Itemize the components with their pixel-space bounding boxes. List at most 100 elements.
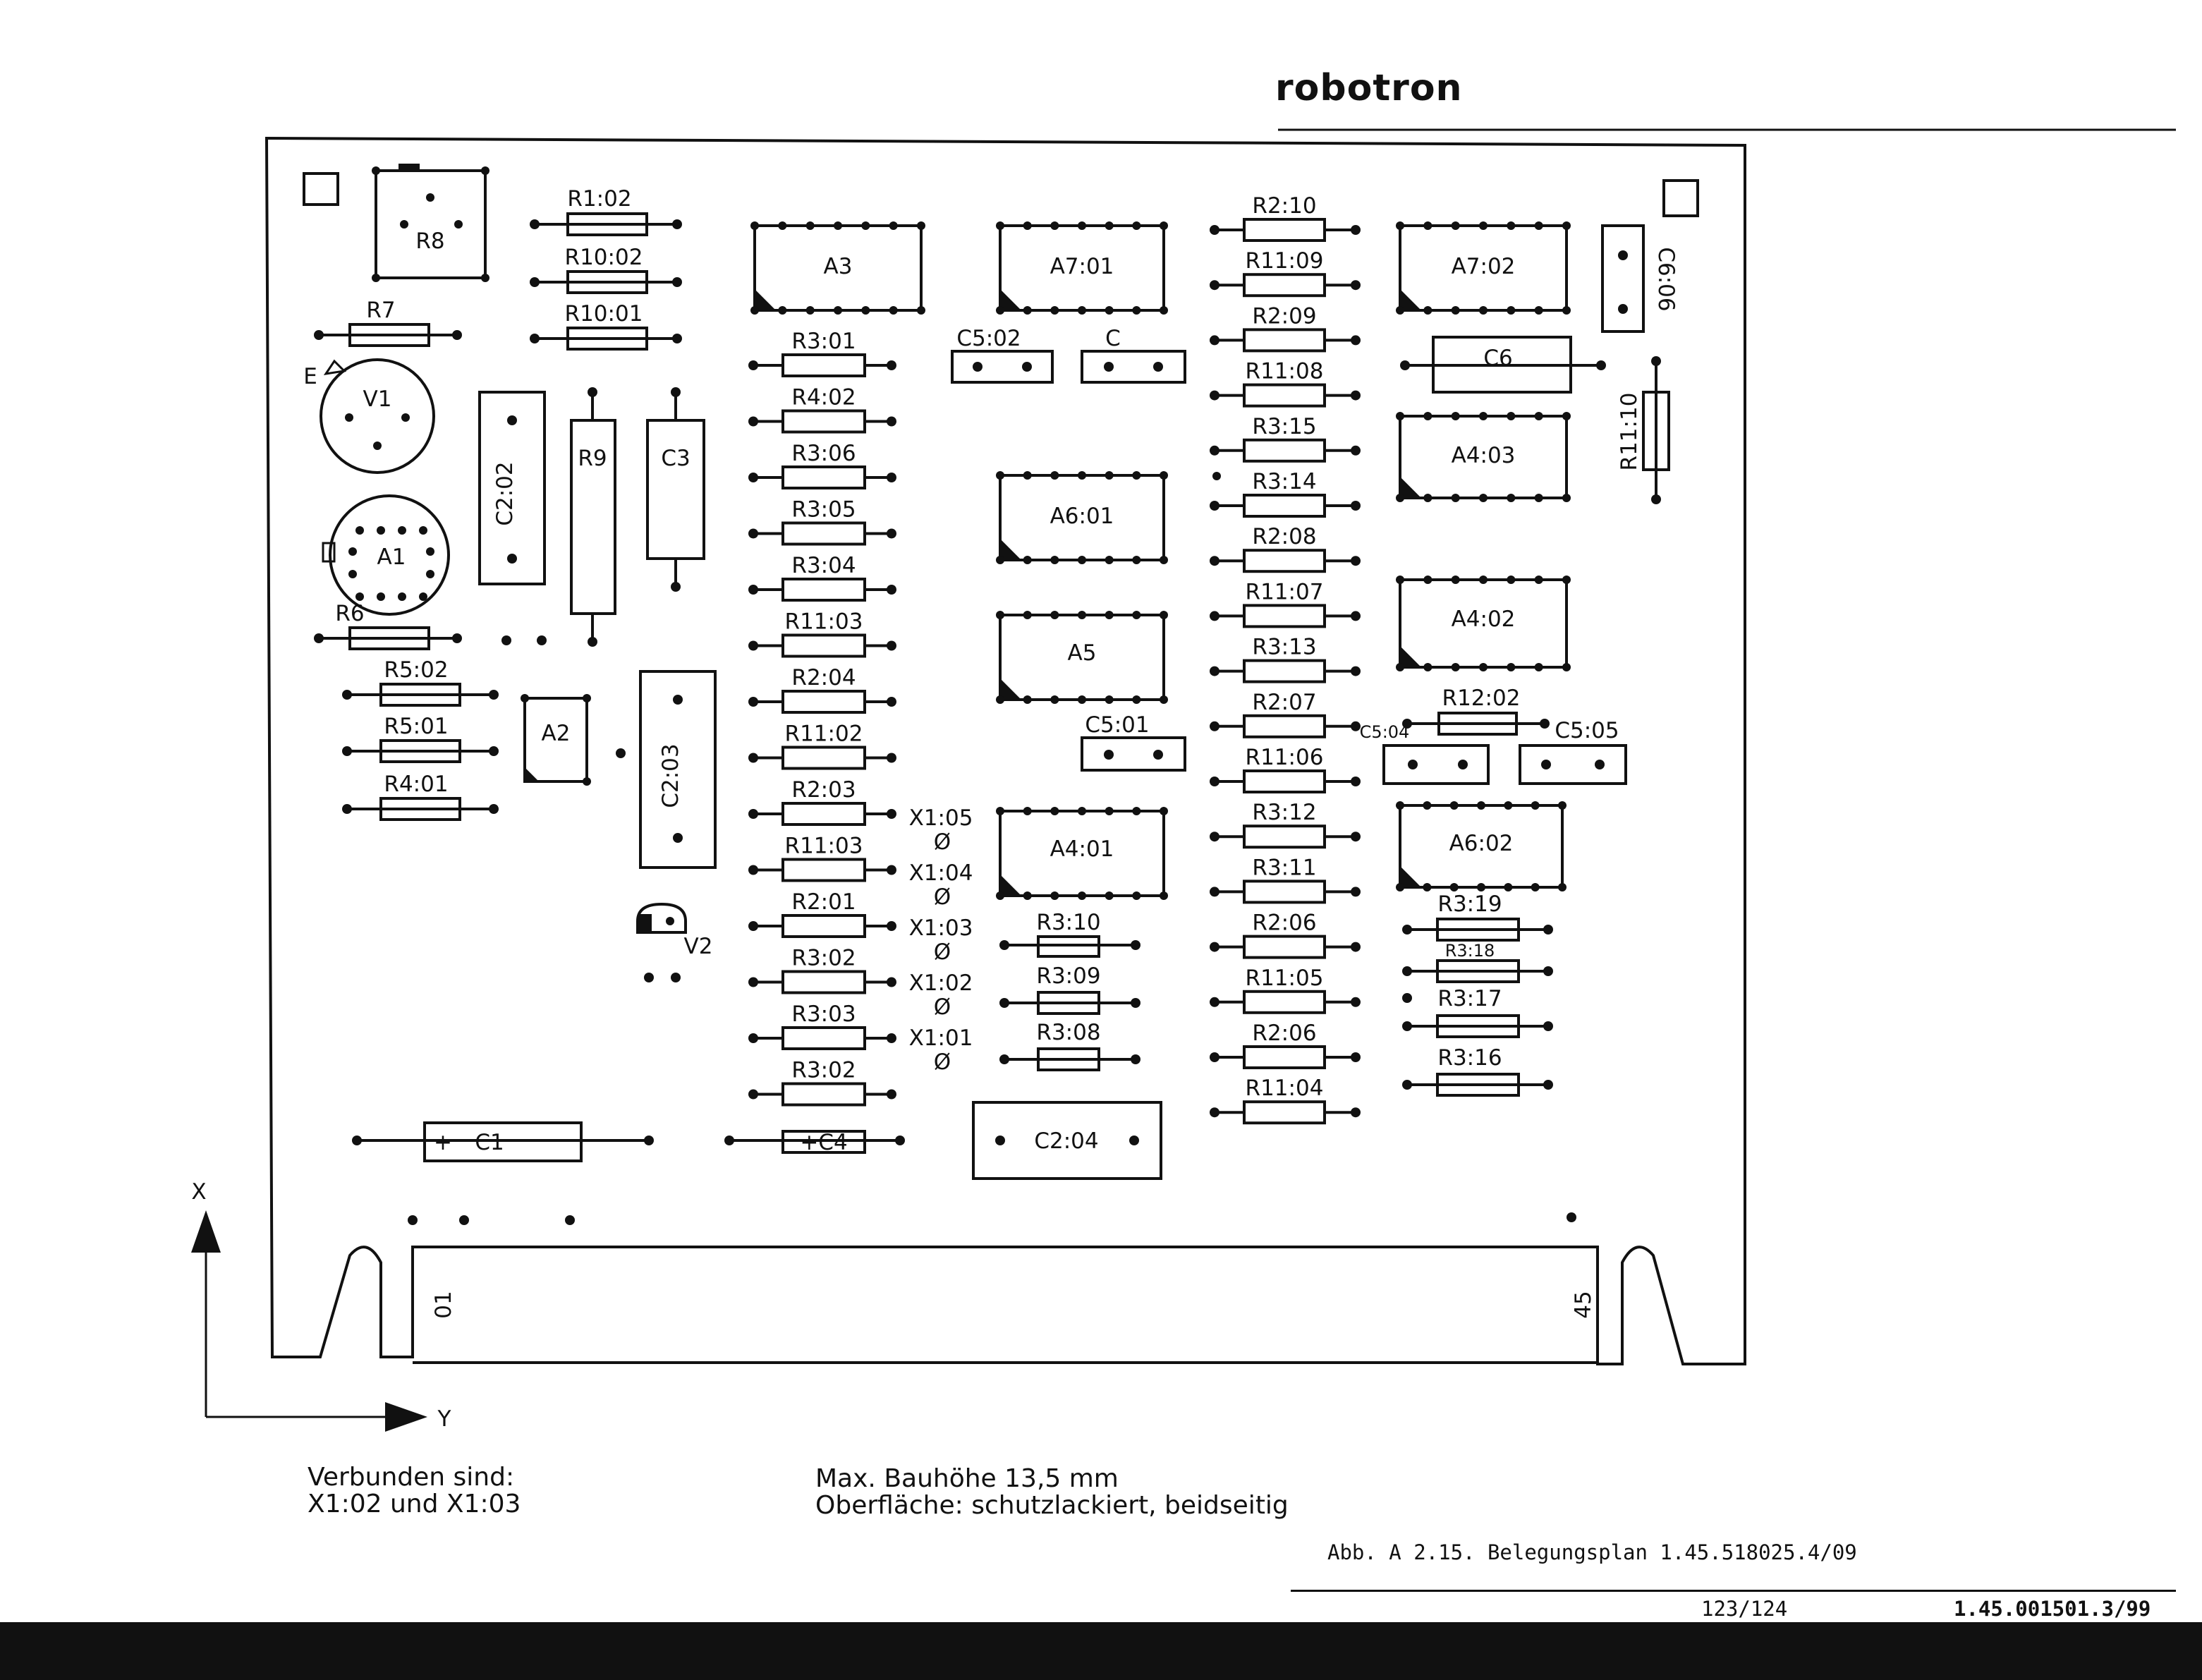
resistor-col-mid-0: R2:10 xyxy=(1210,193,1361,242)
resistor-label: R3:14 xyxy=(1252,469,1316,494)
r8-label: R8 xyxy=(415,229,444,254)
c1-label: C1 xyxy=(475,1130,504,1155)
resistor-label: R11:04 xyxy=(1246,1076,1324,1101)
x1-label: X1:01 xyxy=(909,1025,973,1051)
resistor-col-mid-1: R11:09 xyxy=(1210,248,1361,298)
notes-connected: Verbunden sind: X1:02 und X1:03 xyxy=(308,1464,521,1518)
x-axis-label: X xyxy=(191,1179,206,1205)
resistor-label: R11:03 xyxy=(785,834,863,859)
r10-02-label: R10:02 xyxy=(565,245,643,270)
resistor-label: R11:03 xyxy=(785,609,863,635)
r3-18-label: R3:18 xyxy=(1445,941,1495,961)
resistor-label: R4:02 xyxy=(791,385,856,410)
resistor-label: R3:13 xyxy=(1252,635,1316,660)
resistor-col-mid-13: R2:06 xyxy=(1210,911,1361,959)
board-outline xyxy=(264,136,1746,1365)
a1-label: A1 xyxy=(377,544,406,570)
resistor-col-left-7: R11:02 xyxy=(748,722,896,770)
a2-label: A2 xyxy=(542,721,571,746)
c5-04-label: C5:04 xyxy=(1360,722,1410,742)
c1-polarity-label: + xyxy=(434,1130,452,1155)
a4-01-label: A4:01 xyxy=(1050,836,1114,862)
resistor-col-mid-9: R2:07 xyxy=(1210,690,1361,738)
v1-emitter-label: E xyxy=(303,364,317,389)
c6-06-label: C6:06 xyxy=(1653,247,1679,311)
r5-02-label: R5:02 xyxy=(384,657,448,683)
r11-10-label: R11:10 xyxy=(1617,393,1642,471)
scan-edge-band xyxy=(0,1622,2202,1680)
a6-01-label: A6:01 xyxy=(1050,504,1114,529)
footer-rule xyxy=(1291,1590,2176,1592)
resistor-col-mid-15: R2:06 xyxy=(1210,1021,1361,1069)
c2-02-label: C2:02 xyxy=(492,461,518,525)
a4-03-label: A4:03 xyxy=(1452,443,1516,468)
a3-label: A3 xyxy=(824,254,853,279)
r3-09-label: R3:09 xyxy=(1036,963,1100,989)
x1-symbol: Ø xyxy=(934,829,951,855)
resistor-col-mid-12: R3:11 xyxy=(1210,855,1361,904)
c5-02-label: C5:02 xyxy=(956,326,1021,351)
resistor-label: R3:02 xyxy=(791,946,856,971)
resistor-label: R2:04 xyxy=(791,665,856,690)
resistor-label: R2:01 xyxy=(791,889,856,915)
c5-05-label: C5:05 xyxy=(1555,718,1619,743)
resistor-col-left-0: R3:01 xyxy=(748,329,896,377)
x1-symbol: Ø xyxy=(934,994,951,1020)
x1-symbol: Ø xyxy=(934,939,951,965)
resistor-label: R3:05 xyxy=(791,497,856,523)
x1-symbol: Ø xyxy=(934,884,951,910)
resistor-label: R11:09 xyxy=(1246,248,1324,274)
resistor-label: R2:06 xyxy=(1252,1021,1316,1046)
connector-pin-01: 01 xyxy=(431,1291,456,1318)
v2-label: V2 xyxy=(684,934,713,959)
r3-17-label: R3:17 xyxy=(1437,986,1502,1011)
resistor-col-left-11: R3:02 xyxy=(748,946,896,994)
resistor-col-mid-2: R2:09 xyxy=(1210,303,1361,353)
a5-label: A5 xyxy=(1068,640,1097,666)
resistor-col-left-12: R3:03 xyxy=(748,1002,896,1050)
resistor-label: R11:05 xyxy=(1246,966,1324,991)
resistor-col-left-13: R3:02 xyxy=(748,1058,896,1107)
component-a1: A1 xyxy=(322,494,450,616)
notes-height: Max. Bauhöhe 13,5 mm Oberfläche: schutzl… xyxy=(815,1466,1289,1519)
resistor-label: R3:06 xyxy=(791,441,856,466)
resistor-label: R2:07 xyxy=(1252,690,1316,715)
resistor-col-mid-6: R2:08 xyxy=(1210,524,1361,573)
resistor-col-left-8: R2:03 xyxy=(748,777,896,826)
resistor-label: R11:08 xyxy=(1246,359,1324,384)
resistor-col-mid-5: R3:14 xyxy=(1210,469,1361,518)
resistor-label: R3:15 xyxy=(1252,414,1316,439)
r5-01-label: R5:01 xyxy=(384,714,448,739)
r3-08-label: R3:08 xyxy=(1036,1020,1100,1045)
notes-height-line1: Max. Bauhöhe 13,5 mm xyxy=(815,1464,1119,1493)
y-axis-label: Y xyxy=(437,1406,451,1432)
resistor-col-left-3: R3:05 xyxy=(748,497,896,546)
r4-01-label: R4:01 xyxy=(384,772,448,797)
notes-connected-line2: X1:02 und X1:03 xyxy=(308,1490,521,1518)
a7-02-label: A7:02 xyxy=(1452,254,1516,279)
resistor-col-mid-8: R3:13 xyxy=(1210,635,1361,683)
r9-label: R9 xyxy=(578,446,607,471)
resistor-col-left-10: R2:01 xyxy=(748,889,896,938)
resistor-col-mid-14: R11:05 xyxy=(1210,966,1361,1014)
x1-label: X1:03 xyxy=(909,915,973,941)
resistor-column-left: R3:01R4:02R3:06R3:05R3:04R11:03R2:04R11:… xyxy=(748,329,896,1107)
document-number: 1.45.001501.3/99 xyxy=(1954,1597,2151,1621)
resistor-label: R3:11 xyxy=(1252,855,1316,880)
component-v1: V1 E xyxy=(303,358,435,474)
notes-height-line2: Oberfläche: schutzlackiert, beidseitig xyxy=(815,1491,1289,1520)
resistor-label: R2:03 xyxy=(791,777,856,803)
x1-label: X1:05 xyxy=(909,805,973,831)
c6-label: C6 xyxy=(1483,346,1512,371)
figure-caption: Abb. A 2.15. Belegungsplan 1.45.518025.4… xyxy=(1327,1540,1857,1564)
resistor-label: R3:04 xyxy=(791,553,856,578)
corner-marker-right xyxy=(1662,179,1699,217)
page-number: 123/124 xyxy=(1701,1597,1788,1621)
r10-01-label: R10:01 xyxy=(565,301,643,327)
resistor-label: R2:08 xyxy=(1252,524,1316,549)
r6-label: R6 xyxy=(335,601,364,626)
resistor-col-mid-3: R11:08 xyxy=(1210,359,1361,408)
